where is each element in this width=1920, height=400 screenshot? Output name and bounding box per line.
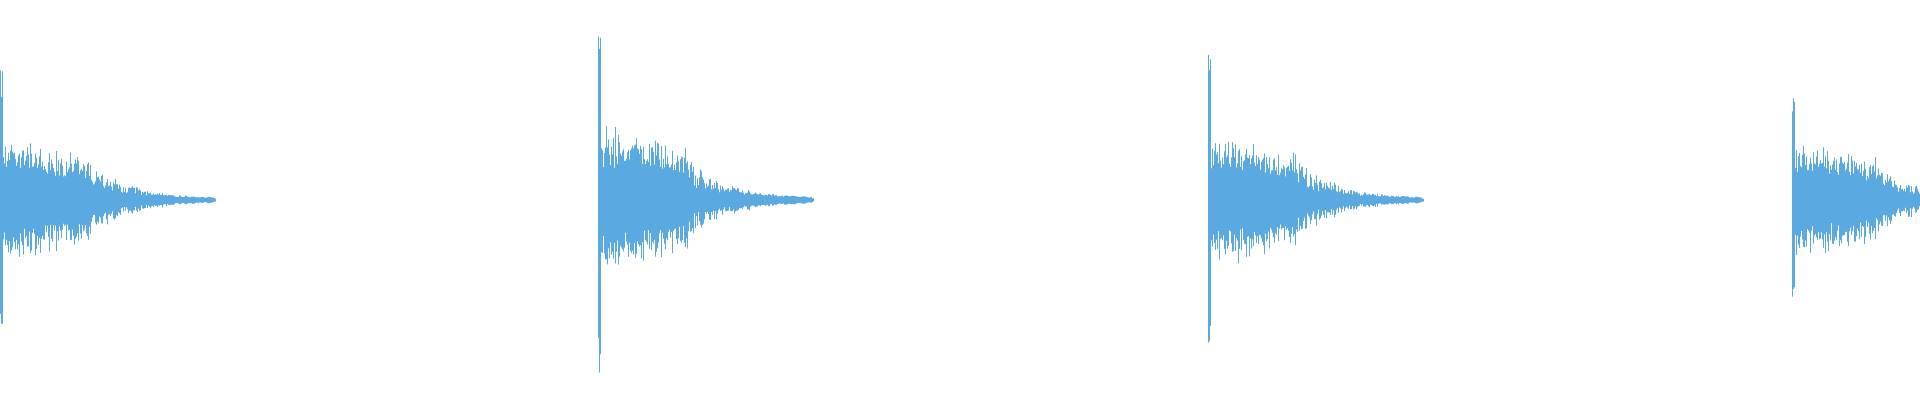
transient-2 bbox=[598, 36, 814, 373]
waveform-bars bbox=[0, 36, 1920, 373]
transient-1 bbox=[0, 70, 216, 324]
transient-4 bbox=[1792, 98, 1920, 297]
transient-3 bbox=[1208, 54, 1424, 343]
